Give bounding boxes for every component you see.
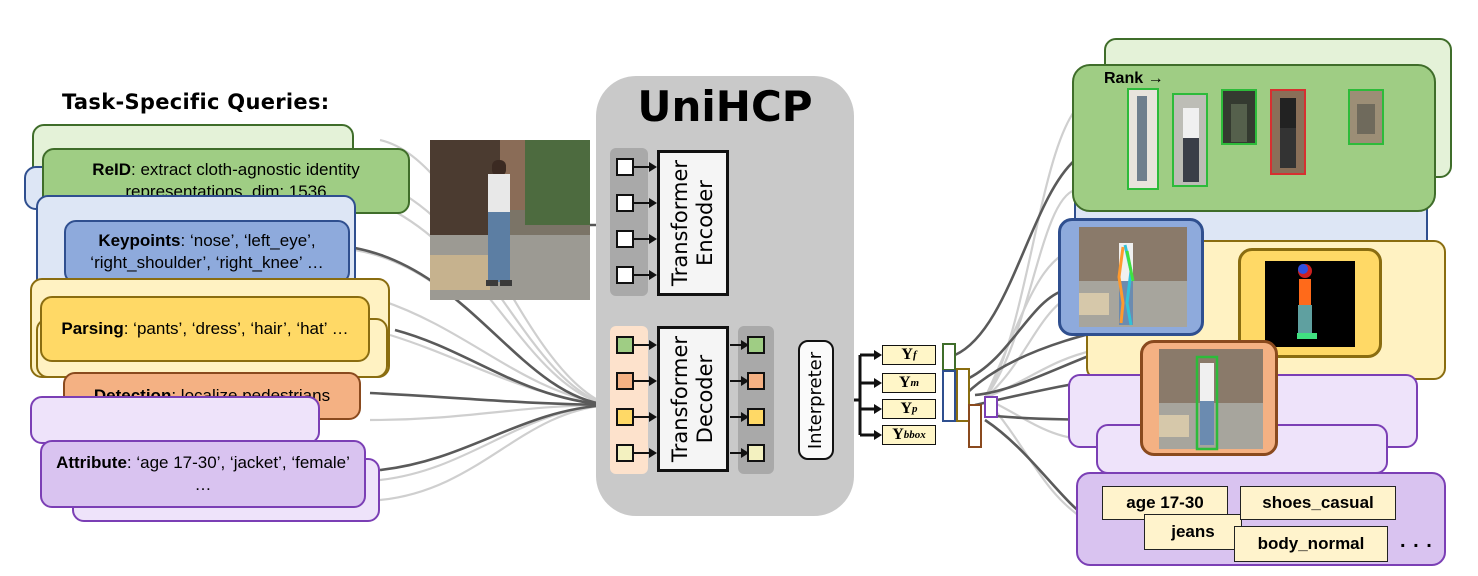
feature-bar-detection — [968, 404, 982, 448]
decoder-label: Transformer Decoder — [668, 335, 718, 463]
y-bbox-symbol: Y — [892, 426, 904, 443]
feature-bar-reid — [942, 343, 956, 371]
reid-label: ReID — [92, 160, 132, 179]
attribute-card-back-1 — [30, 396, 320, 444]
unihcp-title: UniHCP — [637, 82, 813, 131]
y-f-symbol: Y — [901, 346, 913, 363]
input-image — [430, 140, 590, 300]
keypoints-label: Keypoints — [98, 231, 181, 250]
encoder-label: Transformer Encoder — [668, 159, 718, 287]
parsing-query-text: Parsing: ‘pants’, ‘dress’, ‘hair’, ‘hat’… — [40, 296, 370, 362]
rank-gallery-images — [1127, 88, 1384, 190]
y-bbox-subscript: bbox — [903, 429, 926, 441]
parsing-label: Parsing — [61, 319, 124, 338]
decoder-output-arrows — [730, 336, 765, 462]
feature-bar-attribute — [984, 396, 998, 418]
parsing-card — [40, 296, 370, 362]
feature-bar-parsing — [956, 368, 970, 422]
input-street-scene — [430, 140, 590, 300]
interpreter-label: Interpreter — [805, 351, 827, 449]
attribute-ellipsis: . . . — [1400, 530, 1433, 552]
attribute-card — [40, 440, 366, 508]
attribute-tag-body: body_normal — [1234, 526, 1388, 562]
parsing-result-image — [1265, 261, 1355, 347]
detection-result-image — [1159, 349, 1263, 451]
attribute-query-text: Attribute: ‘age 17-30’, ‘jacket’, ‘femal… — [40, 440, 366, 508]
detection-result-card — [1140, 340, 1278, 456]
transformer-encoder: Transformer Encoder — [657, 150, 729, 296]
attribute-label: Attribute — [56, 453, 127, 472]
y-f-subscript: f — [912, 349, 917, 361]
keypoints-result-card — [1058, 218, 1204, 336]
parsing-result-card — [1238, 248, 1382, 358]
keypoints-description: : ‘nose’, ‘left_eye’, ‘right_shoulder’, … — [90, 231, 324, 272]
keypoints-query-text: Keypoints: ‘nose’, ‘left_eye’, ‘right_sh… — [64, 220, 350, 284]
keypoints-card — [64, 220, 350, 284]
y-p-subscript: p — [912, 403, 918, 415]
encoder-token-arrows — [616, 158, 657, 284]
attribute-tag-shoes: shoes_casual — [1240, 486, 1396, 520]
attribute-description: : ‘age 17-30’, ‘jacket’, ‘female’ … — [126, 453, 350, 494]
attribute-tag-jeans: jeans — [1144, 514, 1242, 550]
y-m-symbol: Y — [898, 374, 911, 391]
rank-label: Rank → — [1104, 70, 1164, 87]
y-m-subscript: m — [910, 377, 920, 389]
task-specific-queries-title: Task-Specific Queries: — [62, 90, 330, 114]
transformer-decoder: Transformer Decoder — [657, 326, 729, 472]
decoder-token-arrows — [616, 336, 657, 462]
keypoints-result-image — [1079, 227, 1187, 327]
feature-bar-keypoints — [942, 370, 956, 422]
interpreter: Interpreter — [798, 340, 834, 460]
parsing-description: : ‘pants’, ‘dress’, ‘hair’, ‘hat’ … — [123, 319, 349, 338]
y-p-symbol: Y — [900, 400, 913, 417]
